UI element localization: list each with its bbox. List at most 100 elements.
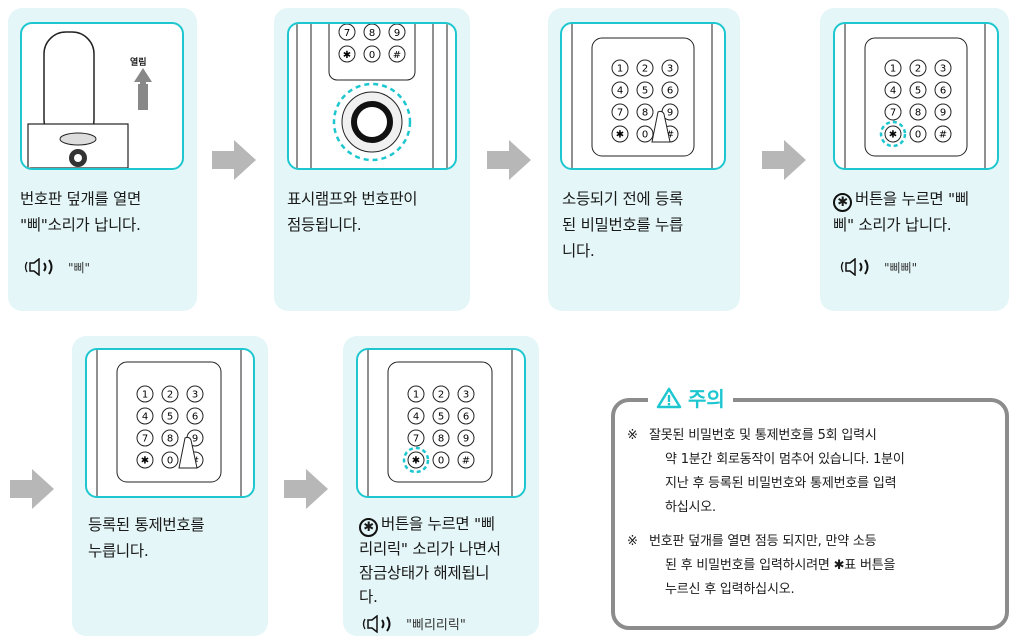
svg-text:9: 9 [394, 28, 400, 39]
keypad-key [884, 81, 902, 99]
keypad-key-label: 8 [915, 108, 921, 119]
keypad-key [884, 59, 902, 77]
keypad-key [161, 385, 179, 403]
caution-box [611, 398, 1009, 630]
step-3-text: 소등되기 전에 등록 된 비밀번호를 누릅 니다. [562, 190, 683, 260]
keypad-key-label: 2 [915, 64, 921, 75]
keypad-key [136, 407, 154, 425]
keypad-key [161, 429, 179, 447]
keypad-key-label: 4 [142, 412, 148, 423]
keypad-key [909, 59, 927, 77]
keypad-key [186, 407, 204, 425]
keypad-key-label: 3 [940, 64, 946, 75]
keypad-key [636, 59, 654, 77]
caution-title: 주의 [648, 383, 733, 412]
arrow-icon [10, 469, 54, 509]
keypad-key [186, 385, 204, 403]
svg-text:✱: ✱ [343, 50, 351, 61]
keypad-key [432, 451, 450, 469]
keypad-key-label: 2 [642, 64, 648, 75]
arrow-icon [284, 469, 328, 509]
keypad-key [611, 59, 629, 77]
keypad-key [636, 103, 654, 121]
keypad-key [457, 407, 475, 425]
star-button-icon: ✱ [359, 518, 378, 537]
open-label: 열림 [130, 58, 147, 68]
keypad-key [432, 407, 450, 425]
keypad-key-label: ✱ [141, 456, 149, 467]
keypad-key [661, 81, 679, 99]
keypad-key [661, 59, 679, 77]
keypad-key-label: 6 [463, 412, 469, 423]
keypad-key-label: 7 [413, 434, 419, 445]
keypad-key [407, 385, 425, 403]
keypad-key [136, 385, 154, 403]
keypad-key [909, 81, 927, 99]
keypad-key-label: 0 [167, 456, 173, 467]
step-2-image: 7 8 9 ✱ 0 # [287, 22, 457, 170]
keypad-key-label: 8 [438, 434, 444, 445]
keypad-key [884, 103, 902, 121]
keypad-key-label: 2 [167, 390, 173, 401]
keypad-key [611, 81, 629, 99]
keypad-key-label: 5 [915, 86, 921, 97]
keypad-key [161, 407, 179, 425]
keypad-key [457, 429, 475, 447]
keypad-key [934, 125, 952, 143]
keypad-key [636, 125, 654, 143]
keypad-key [136, 429, 154, 447]
keypad-key [909, 125, 927, 143]
keypad-key [636, 81, 654, 99]
keypad-key-label: 0 [438, 456, 444, 467]
keypad-key-label: 7 [890, 108, 896, 119]
keypad-key-label: # [939, 130, 947, 141]
keypad-key-label: 6 [667, 86, 673, 97]
arrow-icon [487, 140, 531, 180]
svg-text:#: # [393, 50, 401, 61]
keypad-key-label: 1 [413, 390, 419, 401]
keypad-key [934, 59, 952, 77]
keypad-key-label: 3 [463, 390, 469, 401]
keypad-key-label: 2 [438, 390, 444, 401]
keypad-key-label: 5 [438, 412, 444, 423]
keypad-key-label: 8 [167, 434, 173, 445]
keypad-key-label: 7 [617, 108, 623, 119]
keypad-key [136, 451, 154, 469]
svg-text:0: 0 [369, 50, 375, 61]
step-6-sound: "삐리리릭" [362, 614, 466, 633]
keypad-key-label: 1 [617, 64, 623, 75]
keypad-key [457, 385, 475, 403]
keypad-key [934, 81, 952, 99]
step-5-text: 등록된 통제번호를 누릅니다. [88, 516, 205, 560]
arrow-icon [212, 140, 256, 180]
keypad-key [407, 429, 425, 447]
caution-item: ※ 잘못된 비밀번호 및 통제번호를 5회 입력시 약 1분간 회로동작이 멈추… [627, 428, 905, 515]
keypad-key-label: 4 [413, 412, 419, 423]
keypad-key [161, 451, 179, 469]
keypad-key-label: # [666, 130, 674, 141]
keypad-key [407, 451, 425, 469]
keypad-key-label: 8 [642, 108, 648, 119]
keypad-key-label: 9 [940, 108, 946, 119]
speaker-icon [24, 258, 53, 276]
keypad-key-label: 9 [667, 108, 673, 119]
keypad-key-label: 3 [192, 390, 198, 401]
step-1-image [20, 22, 184, 170]
step-1-text: 번호판 덮개를 열면 "삐"소리가 납니다. [20, 190, 141, 234]
step-4-text: ✱버튼을 누르면 "삐 삐" 소리가 납니다. [833, 190, 969, 234]
keypad-key-label: 3 [667, 64, 673, 75]
keypad-key [909, 103, 927, 121]
keypad-key-label: # [462, 456, 470, 467]
step-6-text: ✱버튼을 누르면 "삐 리리릭" 소리가 나면서 잠금상태가 해제됩니 다. [359, 515, 501, 606]
keypad-key [611, 103, 629, 121]
keypad-key-label: 4 [617, 86, 623, 97]
keypad-key-label: 5 [642, 86, 648, 97]
keypad-key [407, 407, 425, 425]
caution-item: ※ 번호판 덮개를 열면 점등 되지만, 만약 소등 된 후 비밀번호를 입력하… [627, 534, 896, 597]
keypad-key-label: 6 [940, 86, 946, 97]
